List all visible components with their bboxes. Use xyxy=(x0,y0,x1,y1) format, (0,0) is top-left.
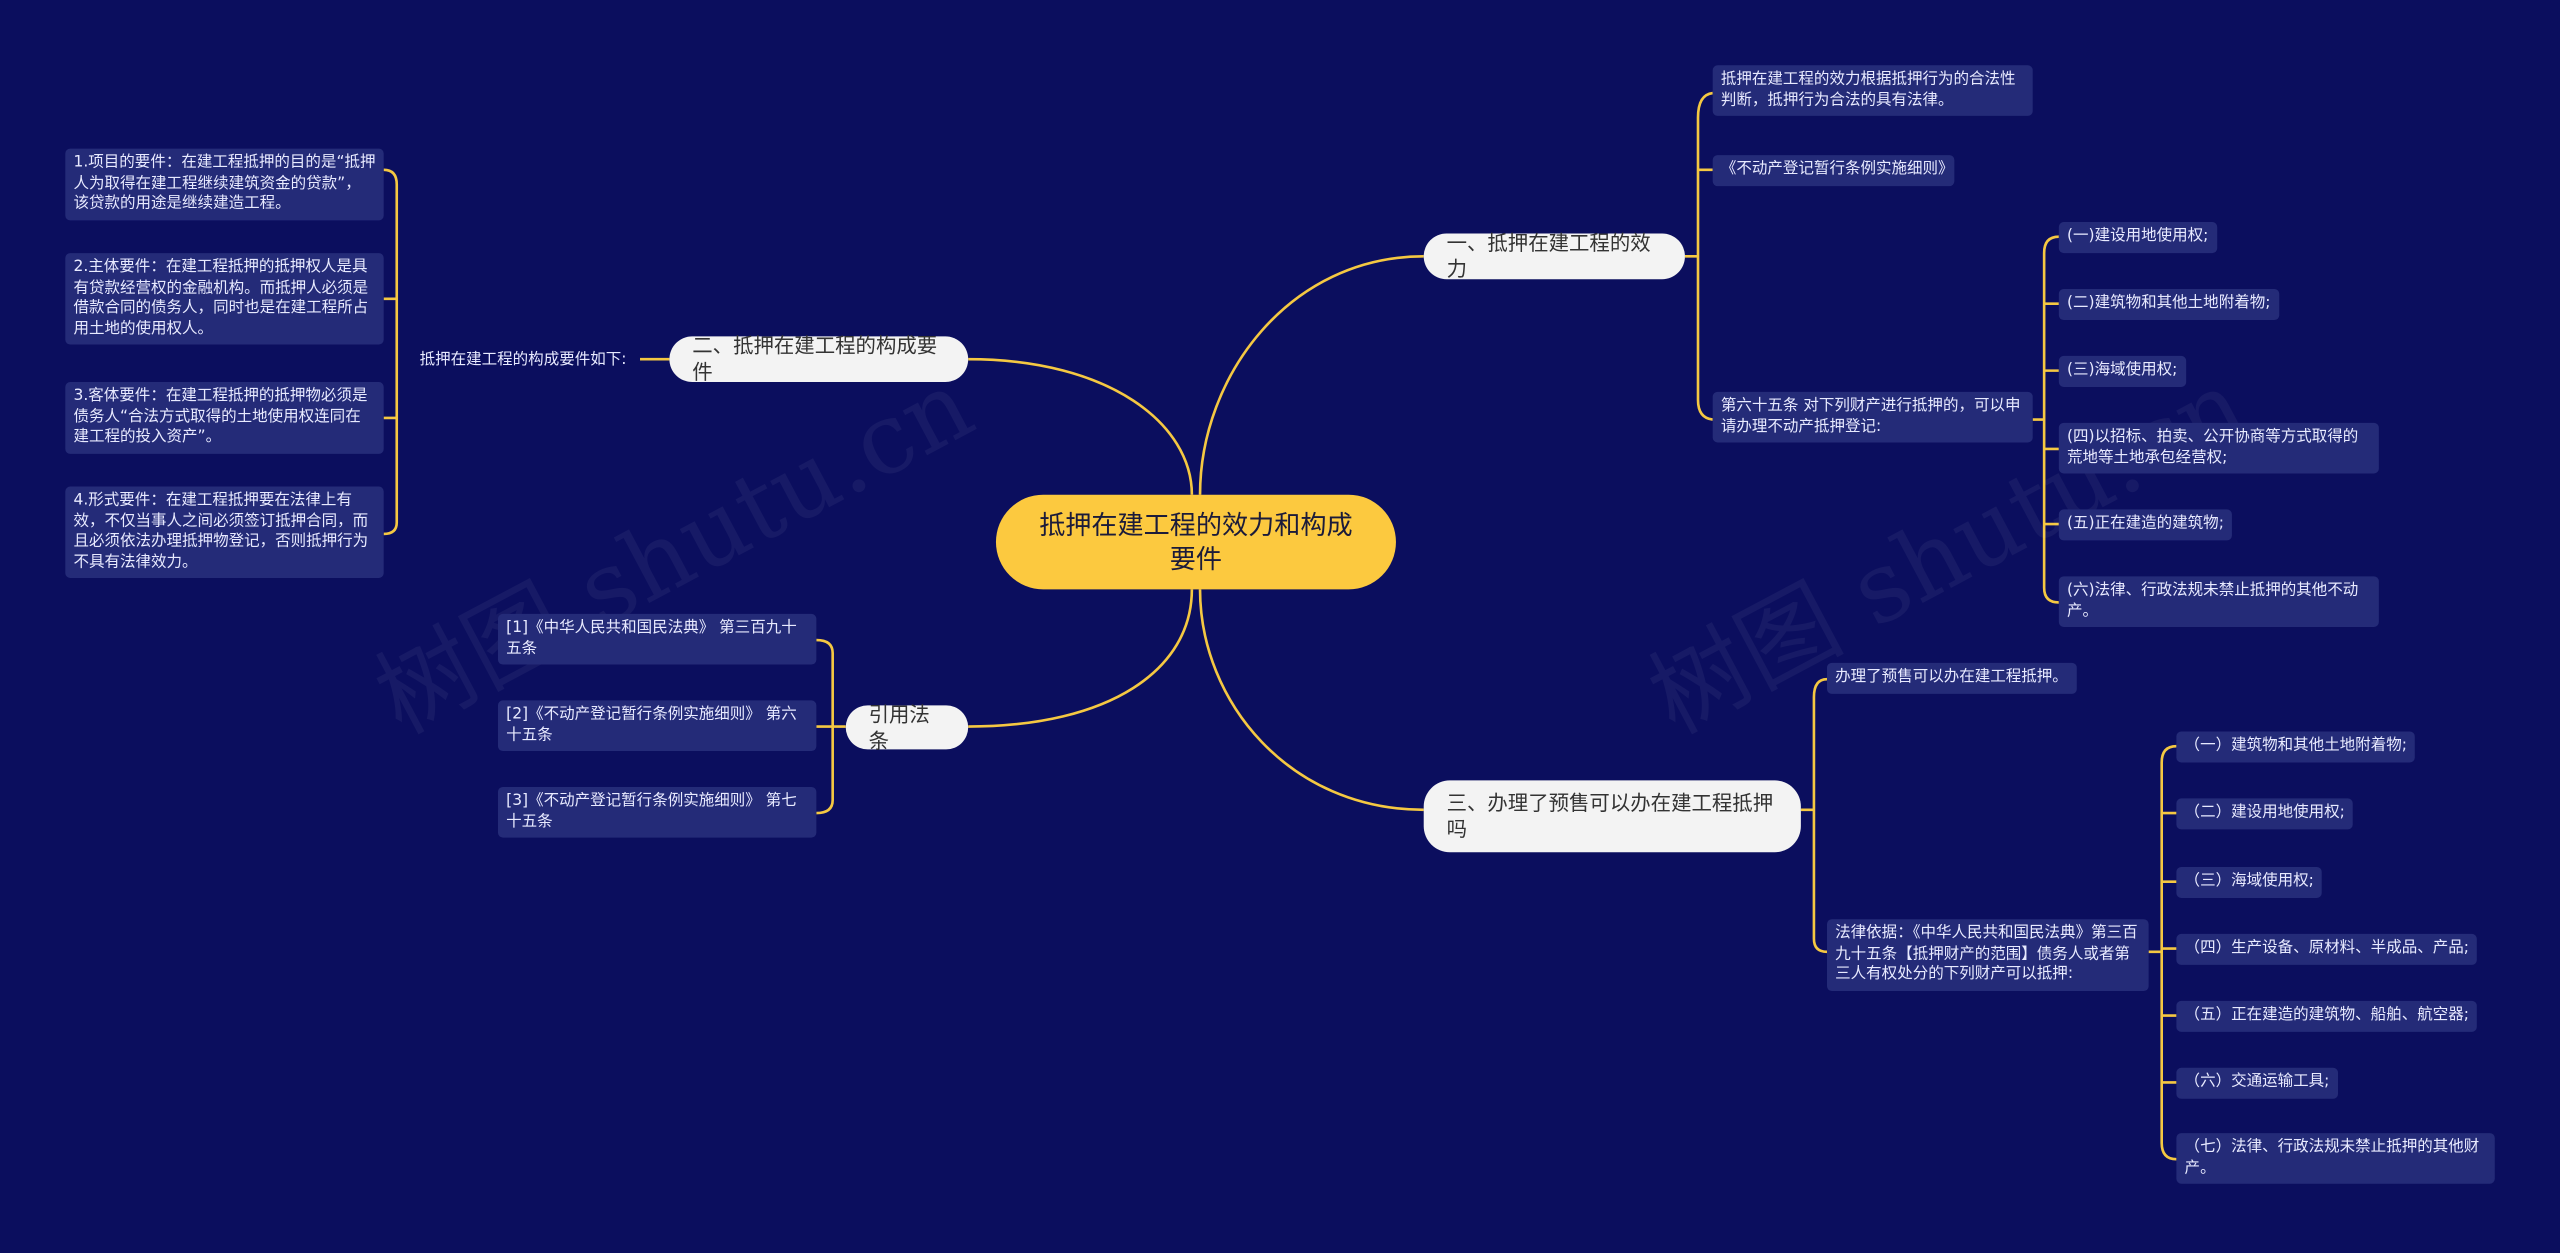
article-65-item[interactable]: (四)以招标、拍卖、公开协商等方式取得的荒地等土地承包经营权; xyxy=(2058,422,2379,474)
citation-item[interactable]: [2]《不动产登记暂行条例实施细则》 第六十五条 xyxy=(497,700,817,752)
presale-answer[interactable]: 办理了预售可以办在建工程抵押。 xyxy=(1826,662,2077,694)
article-65-item[interactable]: (六)法律、行政法规未禁止抵押的其他不动产。 xyxy=(2058,576,2379,627)
link-root-b3 xyxy=(1198,589,1424,812)
branch-requirements[interactable]: 二、抵押在建工程的构成要件 xyxy=(669,333,969,384)
article-65-item[interactable]: (三)海域使用权; xyxy=(2058,355,2186,387)
requirement-item[interactable]: 2.主体要件：在建工程抵押的抵押权人是具有贷款经营权的金融机构。而抵押人必须是借… xyxy=(65,253,384,345)
requirement-item[interactable]: 3.客体要件：在建工程抵押的抵押物必须是债务人“合法方式取得的土地使用权连同在建… xyxy=(65,382,384,454)
citation-item[interactable]: [1]《中华人民共和国民法典》 第三百九十五条 xyxy=(497,613,817,665)
requirement-item[interactable]: 4.形式要件：在建工程抵押要在法律上有效，不仅当事人之间必须签订抵押合同，而且必… xyxy=(65,486,384,578)
requirements-intro[interactable]: 抵押在建工程的构成要件如下: xyxy=(419,351,627,369)
article-395-item[interactable]: （三）海域使用权; xyxy=(2176,866,2323,898)
link-b4-bracket xyxy=(816,638,846,815)
root-topic[interactable]: 抵押在建工程的效力和构成要件 xyxy=(995,494,1396,590)
link-b1-bracket xyxy=(1684,91,1713,421)
article-65-item[interactable]: (五)正在建造的建筑物; xyxy=(2058,509,2233,540)
article-395-item[interactable]: （四）生产设备、原材料、半成品、产品; xyxy=(2176,933,2478,965)
article-395-item[interactable]: （七）法律、行政法规未禁止抵押的其他财产。 xyxy=(2176,1133,2495,1184)
article-395-item[interactable]: （二）建设用地使用权; xyxy=(2176,798,2354,829)
article-395-item[interactable]: （六）交通运输工具; xyxy=(2176,1067,2338,1098)
citation-item[interactable]: [3]《不动产登记暂行条例实施细则》 第七十五条 xyxy=(497,786,817,838)
requirement-item[interactable]: 1.项目的要件：在建工程抵押的目的是“抵押人为取得在建工程继续建筑资金的贷款”，… xyxy=(65,148,384,220)
effect-article-65[interactable]: 第六十五条 对下列财产进行抵押的，可以申请办理不动产抵押登记: xyxy=(1712,391,2033,443)
article-65-item[interactable]: (二)建筑物和其他土地附着物; xyxy=(2058,288,2279,320)
article-395-item[interactable]: （一）建筑物和其他土地附着物; xyxy=(2176,731,2416,762)
link-root-b4 xyxy=(968,589,1194,728)
branch-presale[interactable]: 三、办理了预售可以办在建工程抵押吗 xyxy=(1423,780,1801,853)
link-b3b-bracket xyxy=(2148,744,2177,1161)
link-root-b2 xyxy=(968,357,1194,495)
branch-citations[interactable]: 引用法条 xyxy=(845,701,969,752)
effect-note[interactable]: 抵押在建工程的效力根据抵押行为的合法性判断，抵押行为合法的具有法律。 xyxy=(1712,65,2033,116)
effect-regulation[interactable]: 《不动产登记暂行条例实施细则》 xyxy=(1712,155,1955,186)
branch-effect[interactable]: 一、抵押在建工程的效力 xyxy=(1423,230,1685,281)
link-b2-bracket xyxy=(383,168,670,536)
article-65-item[interactable]: (一)建设用地使用权; xyxy=(2058,222,2217,253)
link-b3-bracket xyxy=(1800,677,1828,954)
link-root-b1 xyxy=(1198,255,1424,495)
article-395-item[interactable]: （五）正在建造的建筑物、船舶、航空器; xyxy=(2176,1000,2478,1032)
link-b1c-bracket xyxy=(2032,235,2059,604)
presale-legal-basis[interactable]: 法律依据：《中华人民共和国民法典》第三百九十五条【抵押财产的范围】债务人或者第三… xyxy=(1826,919,2149,991)
